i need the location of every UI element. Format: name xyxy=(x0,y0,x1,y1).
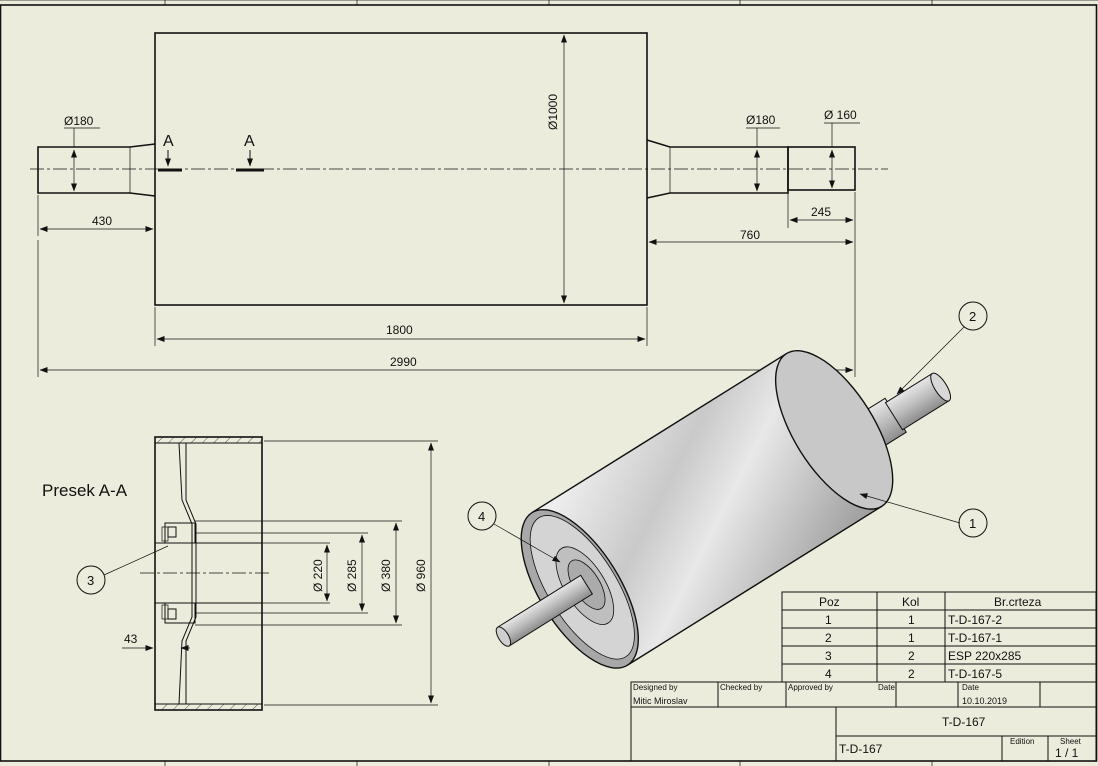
section-shell xyxy=(154,436,263,711)
balloon-4 xyxy=(467,501,497,531)
parts-list: Poz Kol Br.crteza 1 1 T-D-167-2 2 1 T-D-… xyxy=(781,591,1097,683)
drum-body-outline xyxy=(154,32,648,306)
balloon-4-label: 4 xyxy=(478,509,485,524)
designer-name: Mitic Miroslav xyxy=(633,696,688,706)
row-1-kol: 1 xyxy=(908,613,915,627)
dim-430: 430 xyxy=(92,214,112,228)
dim-245: 245 xyxy=(811,205,831,219)
row-3-poz: 3 xyxy=(825,649,832,663)
table-row: 4 2 T-D-167-5 xyxy=(825,667,1002,681)
dim-d960: Ø 960 xyxy=(414,559,428,592)
end-disc-outline xyxy=(178,442,193,705)
section-view: Presek A-A Ø 220 Ø 285 Ø 380 xyxy=(42,436,438,711)
parts-header-br-crteza: Br.crteza xyxy=(994,595,1042,609)
row-4-drawing: T-D-167-5 xyxy=(948,667,1002,681)
edition-label: Edition xyxy=(1010,737,1034,746)
sheet-value: 1 / 1 xyxy=(1055,746,1079,760)
top-zone-ticks xyxy=(164,0,933,766)
row-4-poz: 4 xyxy=(825,667,832,681)
dim-1800: 1800 xyxy=(386,323,413,337)
dim-d220: Ø 220 xyxy=(311,559,325,592)
table-row: 2 1 T-D-167-1 xyxy=(825,631,1002,645)
row-2-kol: 1 xyxy=(908,631,915,645)
main-view: A A Ø180 Ø1000 Ø180 Ø 160 430 245 xyxy=(30,32,888,377)
row-3-drawing: ESP 220x285 xyxy=(948,649,1021,663)
parts-header-kol: Kol xyxy=(902,595,919,609)
right-journal-outline xyxy=(787,146,856,191)
balloon-1 xyxy=(958,508,988,538)
row-3-kol: 2 xyxy=(908,649,915,663)
parts-header-poz: Poz xyxy=(819,595,840,609)
dim-d1000: Ø1000 xyxy=(546,94,560,130)
row-4-kol: 2 xyxy=(908,667,915,681)
balloon-2-label: 2 xyxy=(969,309,976,324)
balloon-2 xyxy=(958,301,988,331)
left-shaft-outline xyxy=(37,143,156,197)
designed-by-label: Designed by xyxy=(633,683,677,692)
dim-43: 43 xyxy=(124,632,138,646)
dim-d180-right: Ø180 xyxy=(746,113,776,127)
dim-d380: Ø 380 xyxy=(379,559,393,592)
drawing-number: T-D-167 xyxy=(839,742,883,756)
row-1-poz: 1 xyxy=(825,613,832,627)
date-label-2: Date xyxy=(962,683,979,692)
title-block: Designed by Checked by Approved by Date … xyxy=(630,681,1097,762)
section-mark-a-right: A xyxy=(244,133,255,150)
iso-view: 1 2 4 xyxy=(467,301,988,669)
dim-d180-left: Ø180 xyxy=(64,114,94,128)
balloon-3 xyxy=(76,565,106,595)
date-value: 10.10.2019 xyxy=(962,696,1007,706)
table-row: 1 1 T-D-167-2 xyxy=(825,613,1002,627)
iso-drum xyxy=(495,350,894,669)
row-2-drawing: T-D-167-1 xyxy=(948,631,1002,645)
approved-by-label: Approved by xyxy=(788,683,833,692)
dim-d160: Ø 160 xyxy=(824,108,857,122)
balloon-1-label: 1 xyxy=(969,516,976,531)
balloon-3-label: 3 xyxy=(87,573,94,588)
dim-760: 760 xyxy=(740,228,760,242)
dim-2990: 2990 xyxy=(390,355,417,369)
checked-by-label: Checked by xyxy=(720,683,762,692)
dim-d285: Ø 285 xyxy=(345,559,359,592)
row-1-drawing: T-D-167-2 xyxy=(948,613,1002,627)
date-label-1: Date xyxy=(878,683,895,692)
section-mark-a-left: A xyxy=(163,133,174,150)
section-title: Presek A-A xyxy=(42,481,128,500)
row-2-poz: 2 xyxy=(825,631,832,645)
drawing-title: T-D-167 xyxy=(942,715,986,729)
table-row: 3 2 ESP 220x285 xyxy=(825,649,1021,663)
sheet-label: Sheet xyxy=(1060,737,1082,746)
